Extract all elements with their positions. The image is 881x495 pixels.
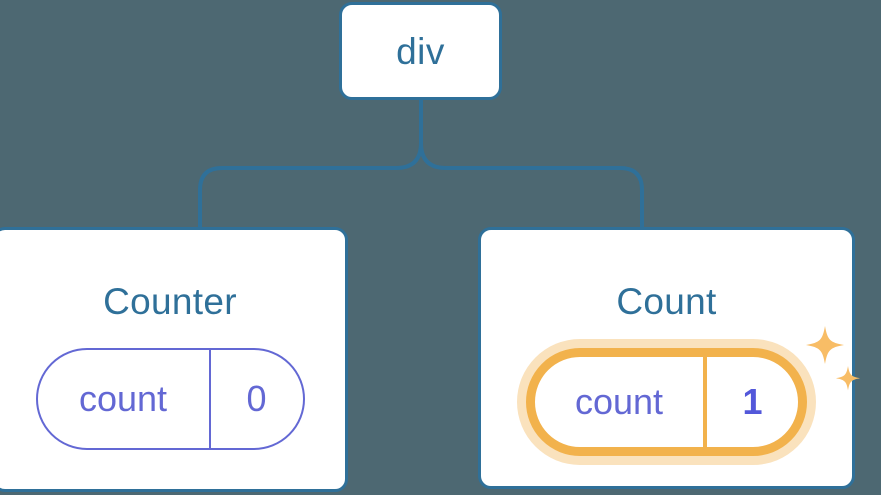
state-key-label: count [574, 381, 664, 422]
root-node-label: div [396, 30, 445, 72]
sparkle-small-icon [836, 366, 860, 391]
state-pill-key-cell: count [535, 357, 707, 447]
connector-stem [395, 100, 423, 170]
state-pill-value-cell: 0 [211, 350, 303, 448]
state-pill-key-cell: count [38, 350, 211, 448]
state-value-label: 0 [246, 378, 267, 419]
state-pill-wrapper: count 0 [35, 348, 305, 450]
component-title: Count [616, 281, 717, 322]
state-pill[interactable]: count 0 [35, 348, 305, 450]
connector-branch-left [198, 166, 396, 229]
sparkle-group [806, 326, 860, 391]
state-pill-wrapper: count 1 [526, 326, 860, 456]
component-title: Counter [103, 281, 237, 322]
component-card-count[interactable]: Count count 1 [478, 227, 860, 489]
tree-node-root[interactable]: div [339, 2, 502, 100]
state-key-label: count [78, 378, 168, 419]
component-card-counter[interactable]: Counter count 0 [0, 227, 348, 492]
connector-stem-right [419, 142, 447, 170]
state-pill-value-cell: 1 [707, 357, 798, 447]
state-pill-highlighted[interactable]: count 1 [526, 348, 807, 456]
sparkle-large-icon [806, 326, 844, 364]
state-value-label: 1 [742, 381, 763, 422]
connector-branch-right [446, 166, 644, 229]
